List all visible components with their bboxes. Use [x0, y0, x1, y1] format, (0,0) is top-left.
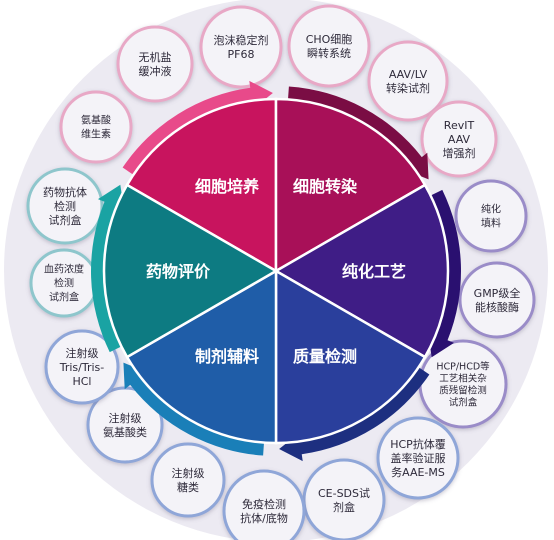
- bubble-circle: [150, 442, 226, 518]
- bubble-circle: [199, 5, 283, 89]
- bubble-text-line: 质残留检测: [439, 384, 487, 396]
- bubble-circle: [116, 25, 194, 103]
- bubble-text-line: 氨基酸类: [103, 425, 147, 439]
- bubble-text-line: 瞬转系统: [307, 46, 351, 60]
- bubble-text-line: 维生素: [81, 128, 111, 141]
- wheel-sector: 细胞培养: [125, 97, 278, 274]
- bubble-text-line: 试剂盒: [49, 213, 82, 227]
- bubble-text-line: 无机盐: [139, 50, 172, 64]
- sector-shape: [102, 183, 279, 359]
- bubble-text-line: 糖类: [177, 480, 199, 494]
- bubble-text-line: RevIT: [444, 119, 475, 132]
- bubble-text-line: CE-SDS试: [318, 487, 370, 500]
- bubble-text-line: 剂盒: [333, 500, 355, 514]
- bubble-text-line: CHO细胞: [306, 33, 353, 46]
- bubble-text-line: 注射级: [172, 466, 205, 480]
- bubble-text-line: 免疫检测: [242, 497, 286, 511]
- bubble-text-line: 血药浓度: [44, 263, 84, 276]
- bubble-text-line: 泡沫稳定剂: [214, 33, 269, 47]
- sector-label: 质量检测: [293, 347, 357, 366]
- wheel-sector: 纯化工艺: [273, 183, 450, 359]
- bubble-circle: [222, 469, 306, 540]
- bubble-text-line: 能核酸酶: [475, 300, 519, 314]
- sector-label: 纯化工艺: [342, 262, 406, 281]
- bubble-text-line: 试剂盒: [449, 396, 478, 408]
- wheel-sector: 药物评价: [102, 183, 279, 359]
- wheel-sector: 质量检测: [274, 268, 427, 445]
- bubble-text-line: 增强剂: [443, 146, 476, 160]
- bubble-text-line: 抗体/底物: [240, 511, 288, 525]
- bubble-ring: 泡沫稳定剂PF68CHO细胞瞬转系统AAV/LV转染试剂RevITAAV增强剂纯…: [26, 4, 536, 540]
- bubble-circle: [287, 4, 371, 88]
- bubble-text-line: GMP级全: [474, 286, 521, 300]
- bubble-circle: [59, 90, 133, 164]
- sector-shape: [274, 268, 427, 445]
- bubble-text-line: 纯化: [481, 203, 501, 216]
- bubble-text-line: AAV/LV: [389, 68, 428, 81]
- bubble-text-line: Tris/Tris-: [59, 361, 105, 374]
- bubble-text-line: 试剂盒: [49, 291, 79, 304]
- sector-shape: [125, 97, 278, 274]
- bubble-circle: [26, 167, 104, 245]
- bubble-circle: [376, 416, 460, 500]
- bubble-text-line: 缓冲液: [139, 64, 172, 78]
- cycle-arrow: [90, 184, 124, 353]
- sector-shape: [125, 268, 278, 445]
- bubble-circle: [454, 179, 528, 253]
- bubble-text-line: 检测: [54, 277, 74, 290]
- bubble-text-line: 注射级: [66, 346, 99, 360]
- bubble-text-line: 工艺相关杂: [439, 372, 487, 384]
- bubble-text-line: 盖率验证服: [391, 451, 446, 465]
- bubble-circle: [458, 261, 536, 339]
- bubble-circle: [367, 40, 449, 122]
- sector-label: 药物评价: [146, 262, 211, 281]
- bubble-text-line: 注射级: [109, 411, 142, 425]
- sector-shape: [273, 183, 450, 359]
- sector-label: 细胞转染: [293, 177, 358, 196]
- bubble-text-line: HCl: [72, 375, 91, 388]
- bubble-text-line: 填料: [481, 217, 501, 230]
- sector-label: 细胞培养: [195, 177, 260, 196]
- wheel-sector: 制剂辅料: [125, 268, 278, 445]
- bubble-text-line: 务AAE-MS: [391, 466, 445, 479]
- bubble-text-line: HCP/HCD等: [436, 360, 490, 372]
- bubble-text-line: PF68: [228, 48, 255, 61]
- sector-shape: [274, 97, 427, 274]
- bubble-text-line: HCP抗体覆: [390, 437, 446, 451]
- bubble-text-line: 氨基酸: [81, 114, 111, 127]
- wheel-sector: 细胞转染: [274, 97, 427, 274]
- sector-label: 制剂辅料: [195, 347, 259, 366]
- bubble-text-line: 药物抗体: [43, 185, 87, 199]
- bubble-text-line: 检测: [54, 199, 76, 213]
- bubble-circle: [44, 329, 120, 405]
- bubble-circle: [420, 100, 498, 178]
- bubble-text-line: AAV: [448, 133, 471, 146]
- cycle-arrow: [428, 189, 461, 358]
- bubble-text-line: 转染试剂: [386, 81, 430, 95]
